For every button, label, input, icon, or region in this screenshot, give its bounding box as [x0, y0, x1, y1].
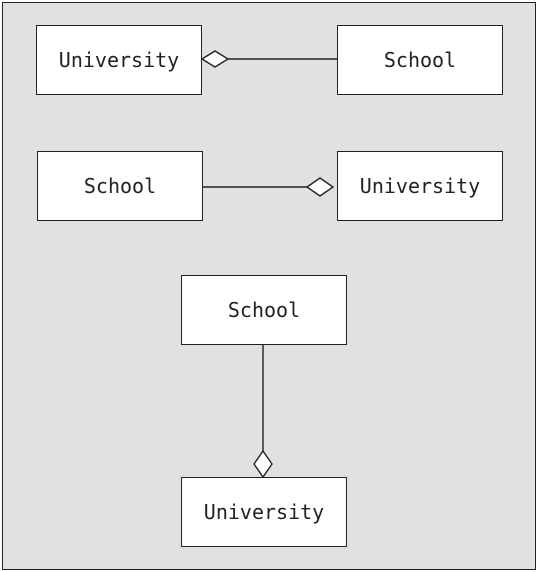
class-label: University — [203, 500, 325, 524]
school-box-row2: School — [37, 151, 203, 221]
school-box-row1: School — [337, 25, 503, 95]
class-label: School — [383, 48, 457, 72]
university-box-row2: University — [337, 151, 503, 221]
class-label: University — [58, 48, 180, 72]
class-label: University — [359, 174, 481, 198]
university-box-column: University — [181, 477, 347, 547]
class-label: School — [227, 298, 301, 322]
school-box-column: School — [181, 275, 347, 345]
aggregation-diamond-3 — [253, 449, 273, 479]
aggregation-diamond-1 — [200, 50, 230, 68]
university-box-row1: University — [36, 25, 202, 95]
aggregation-diamond-2 — [305, 177, 335, 197]
class-label: School — [83, 174, 157, 198]
